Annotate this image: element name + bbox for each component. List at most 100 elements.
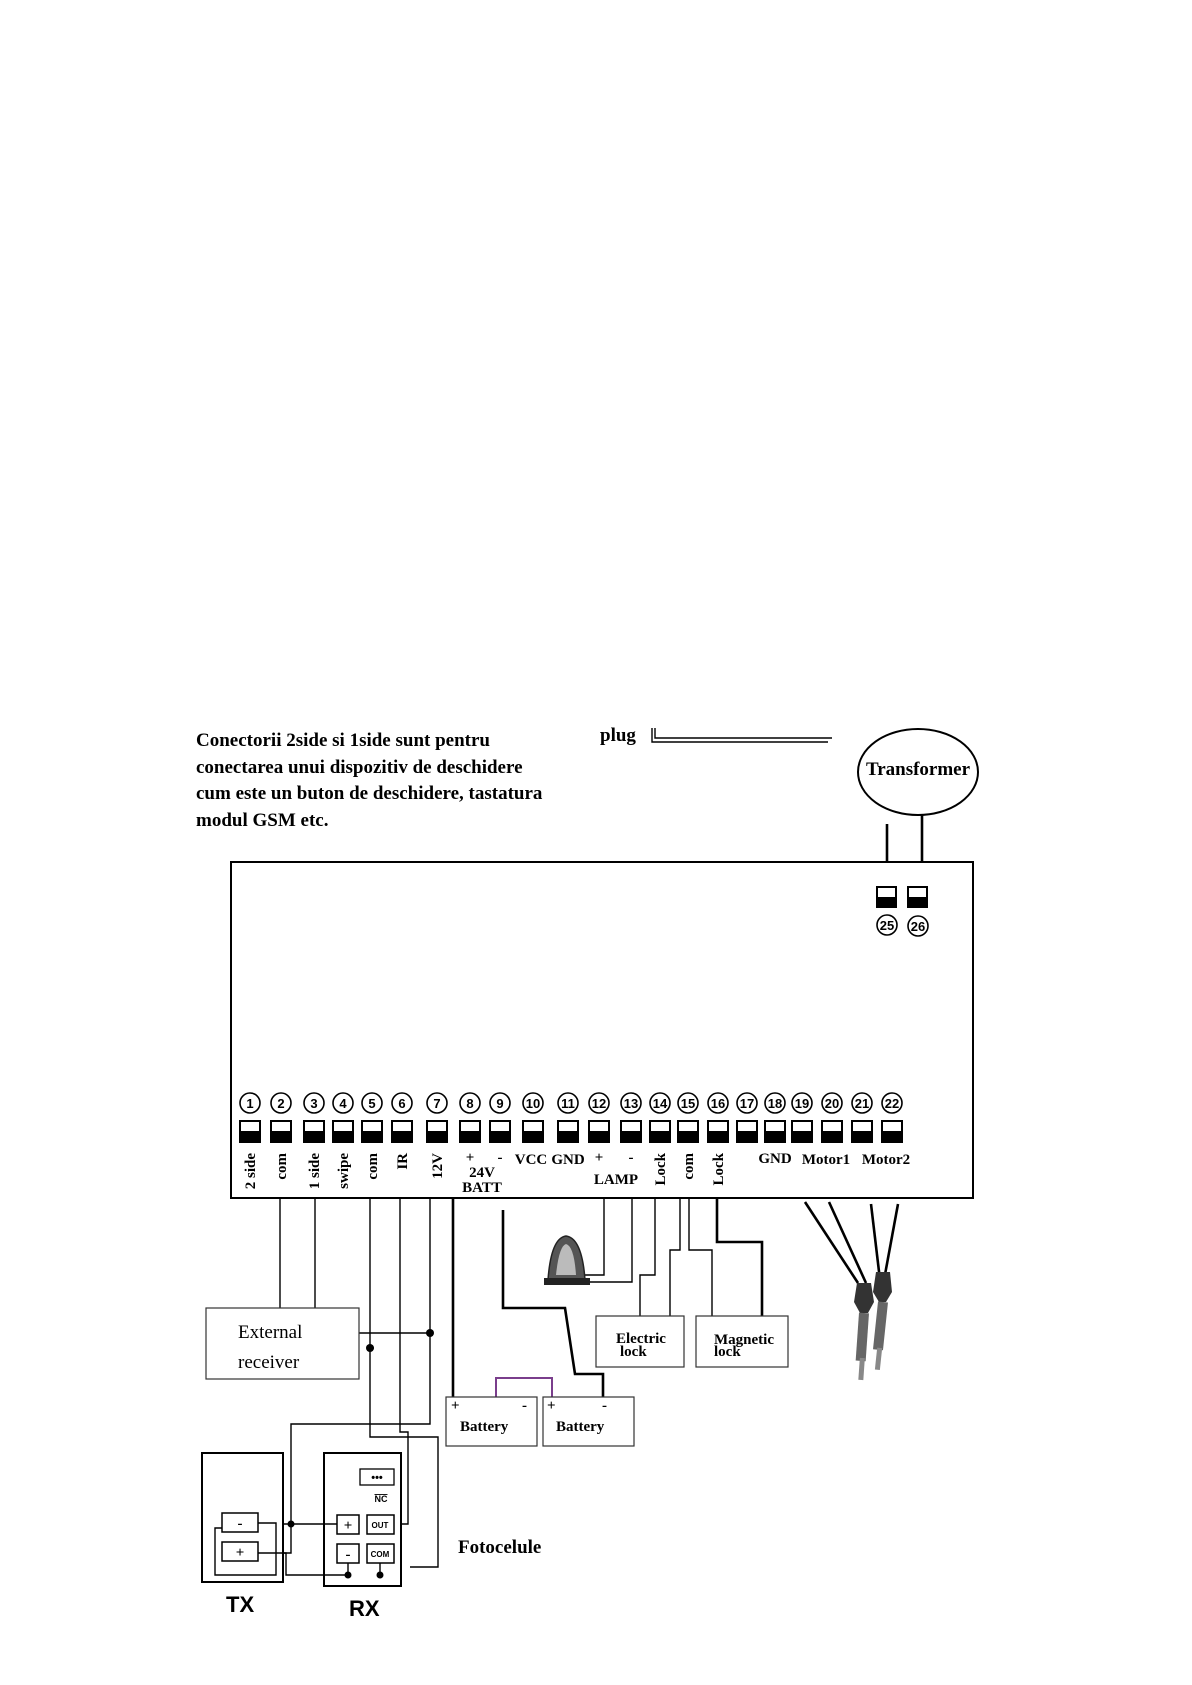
terminal-number-circle [557,1092,579,1114]
magnetic-lock-line-1: Magnetic [714,1332,774,1348]
terminal-number-circle [391,1092,413,1114]
wires [279,1198,900,1568]
terminal-number: 21 [855,1096,869,1111]
terminal-number: 18 [768,1096,782,1111]
terminal-block-fill [765,1131,785,1142]
battery-1-plus: + [451,1398,460,1414]
terminal-number: 16 [711,1096,725,1111]
battery-2: + - Battery [542,1396,635,1447]
top-terminal-25: 25 [876,886,898,936]
terminal-number-circle [361,1092,383,1114]
terminal-block-fill [490,1131,510,1142]
terminal-label: + [595,1150,604,1166]
electric-lock-line-2: lock [620,1344,647,1360]
terminal-block-fill [852,1131,872,1142]
terminal-number: 5 [368,1096,375,1111]
terminal-number: 10 [526,1096,540,1111]
tx-minus: - [238,1516,243,1532]
terminal-number-circle [649,1092,671,1114]
batt-voltage-label: 24V [469,1165,495,1181]
terminal-block-fill [558,1131,578,1142]
warning-lamp-icon [544,1235,590,1285]
terminal-6: 6IR [391,1092,413,1170]
transformer [857,728,979,816]
terminal-number-circle [303,1092,325,1114]
terminal-number: 20 [825,1096,839,1111]
magnetic-lock-line-2: lock [714,1344,741,1360]
terminal-label: Motor1 [802,1152,850,1168]
terminal-number-circle [270,1092,292,1114]
external-receiver-line-2: receiver [238,1352,300,1373]
terminal-3: 3 1 side [303,1092,325,1190]
terminal-number: 1 [246,1096,253,1111]
terminal-label: GND [758,1151,792,1167]
terminal-19: 19 [791,1092,813,1143]
terminal-number-circle [821,1092,843,1114]
plug-label: plug [600,725,636,746]
tx-label: TX [226,1592,254,1617]
terminal-number-circle [239,1092,261,1114]
terminal-number: 3 [310,1096,317,1111]
terminal-block-fill [589,1131,609,1142]
terminal-label: com [365,1152,381,1179]
terminal-block-fill [621,1131,641,1142]
terminal-number: 17 [740,1096,754,1111]
terminal-8: 8+ [459,1092,481,1166]
lamp-label: LAMP [594,1172,638,1188]
terminal-label: GND [551,1152,585,1168]
magnetic-lock-box [695,1315,789,1368]
terminal-number: 4 [339,1096,347,1111]
terminal-block-fill [882,1131,902,1142]
terminal-block-fill [392,1131,412,1142]
photocell-title: Fotocelule [458,1537,541,1558]
terminal-label: Lock [711,1152,727,1185]
rx-plus: + [344,1518,353,1534]
terminal-block-fill [333,1131,353,1142]
terminal-12: 12 + [588,1092,610,1166]
controller-board [230,861,974,1199]
terminal-13: 13- [620,1092,642,1166]
terminal-number: 12 [592,1096,606,1111]
terminal-label: Motor2 [862,1152,910,1168]
terminal-block-fill [523,1131,543,1142]
terminal-number-circle [459,1092,481,1114]
terminal-label: com [681,1152,697,1179]
terminal-block-fill [678,1131,698,1142]
terminal-label: 1 side [307,1153,323,1190]
terminal-number-circle [588,1092,610,1114]
terminal-number-circle [764,1092,786,1114]
terminal-number: 8 [466,1096,473,1111]
terminal-number: 11 [561,1096,575,1111]
external-receiver-box [205,1307,360,1380]
terminal-5: 5 com [361,1092,383,1180]
battery-2-label: Battery [556,1419,605,1435]
terminal-9: 9- [489,1092,511,1166]
terminal-number-circle [489,1092,511,1114]
battery-1-label: Battery [460,1419,509,1435]
terminal-number: 2 [277,1096,284,1111]
terminal-number-circle [332,1092,354,1114]
terminal-number: 7 [433,1096,440,1111]
terminal-label: - [498,1150,503,1166]
terminal-label: - [629,1150,634,1166]
note-line-4: modul GSM etc. [196,810,328,831]
terminal-number: 19 [795,1096,809,1111]
motor-1-actuator-icon [854,1283,874,1381]
external-receiver-line-1: External [238,1322,302,1343]
terminal-number-circle [522,1092,544,1114]
terminal-number-circle [881,1092,903,1114]
motor-2-actuator-icon [873,1272,892,1371]
terminal-block-fill [362,1131,382,1142]
transformer-label: Transformer [866,759,971,780]
photocell-rx: ••• NC + - OUT COM [258,1452,402,1587]
battery-2-minus: - [602,1398,607,1414]
terminal-21: 21 [851,1092,873,1143]
